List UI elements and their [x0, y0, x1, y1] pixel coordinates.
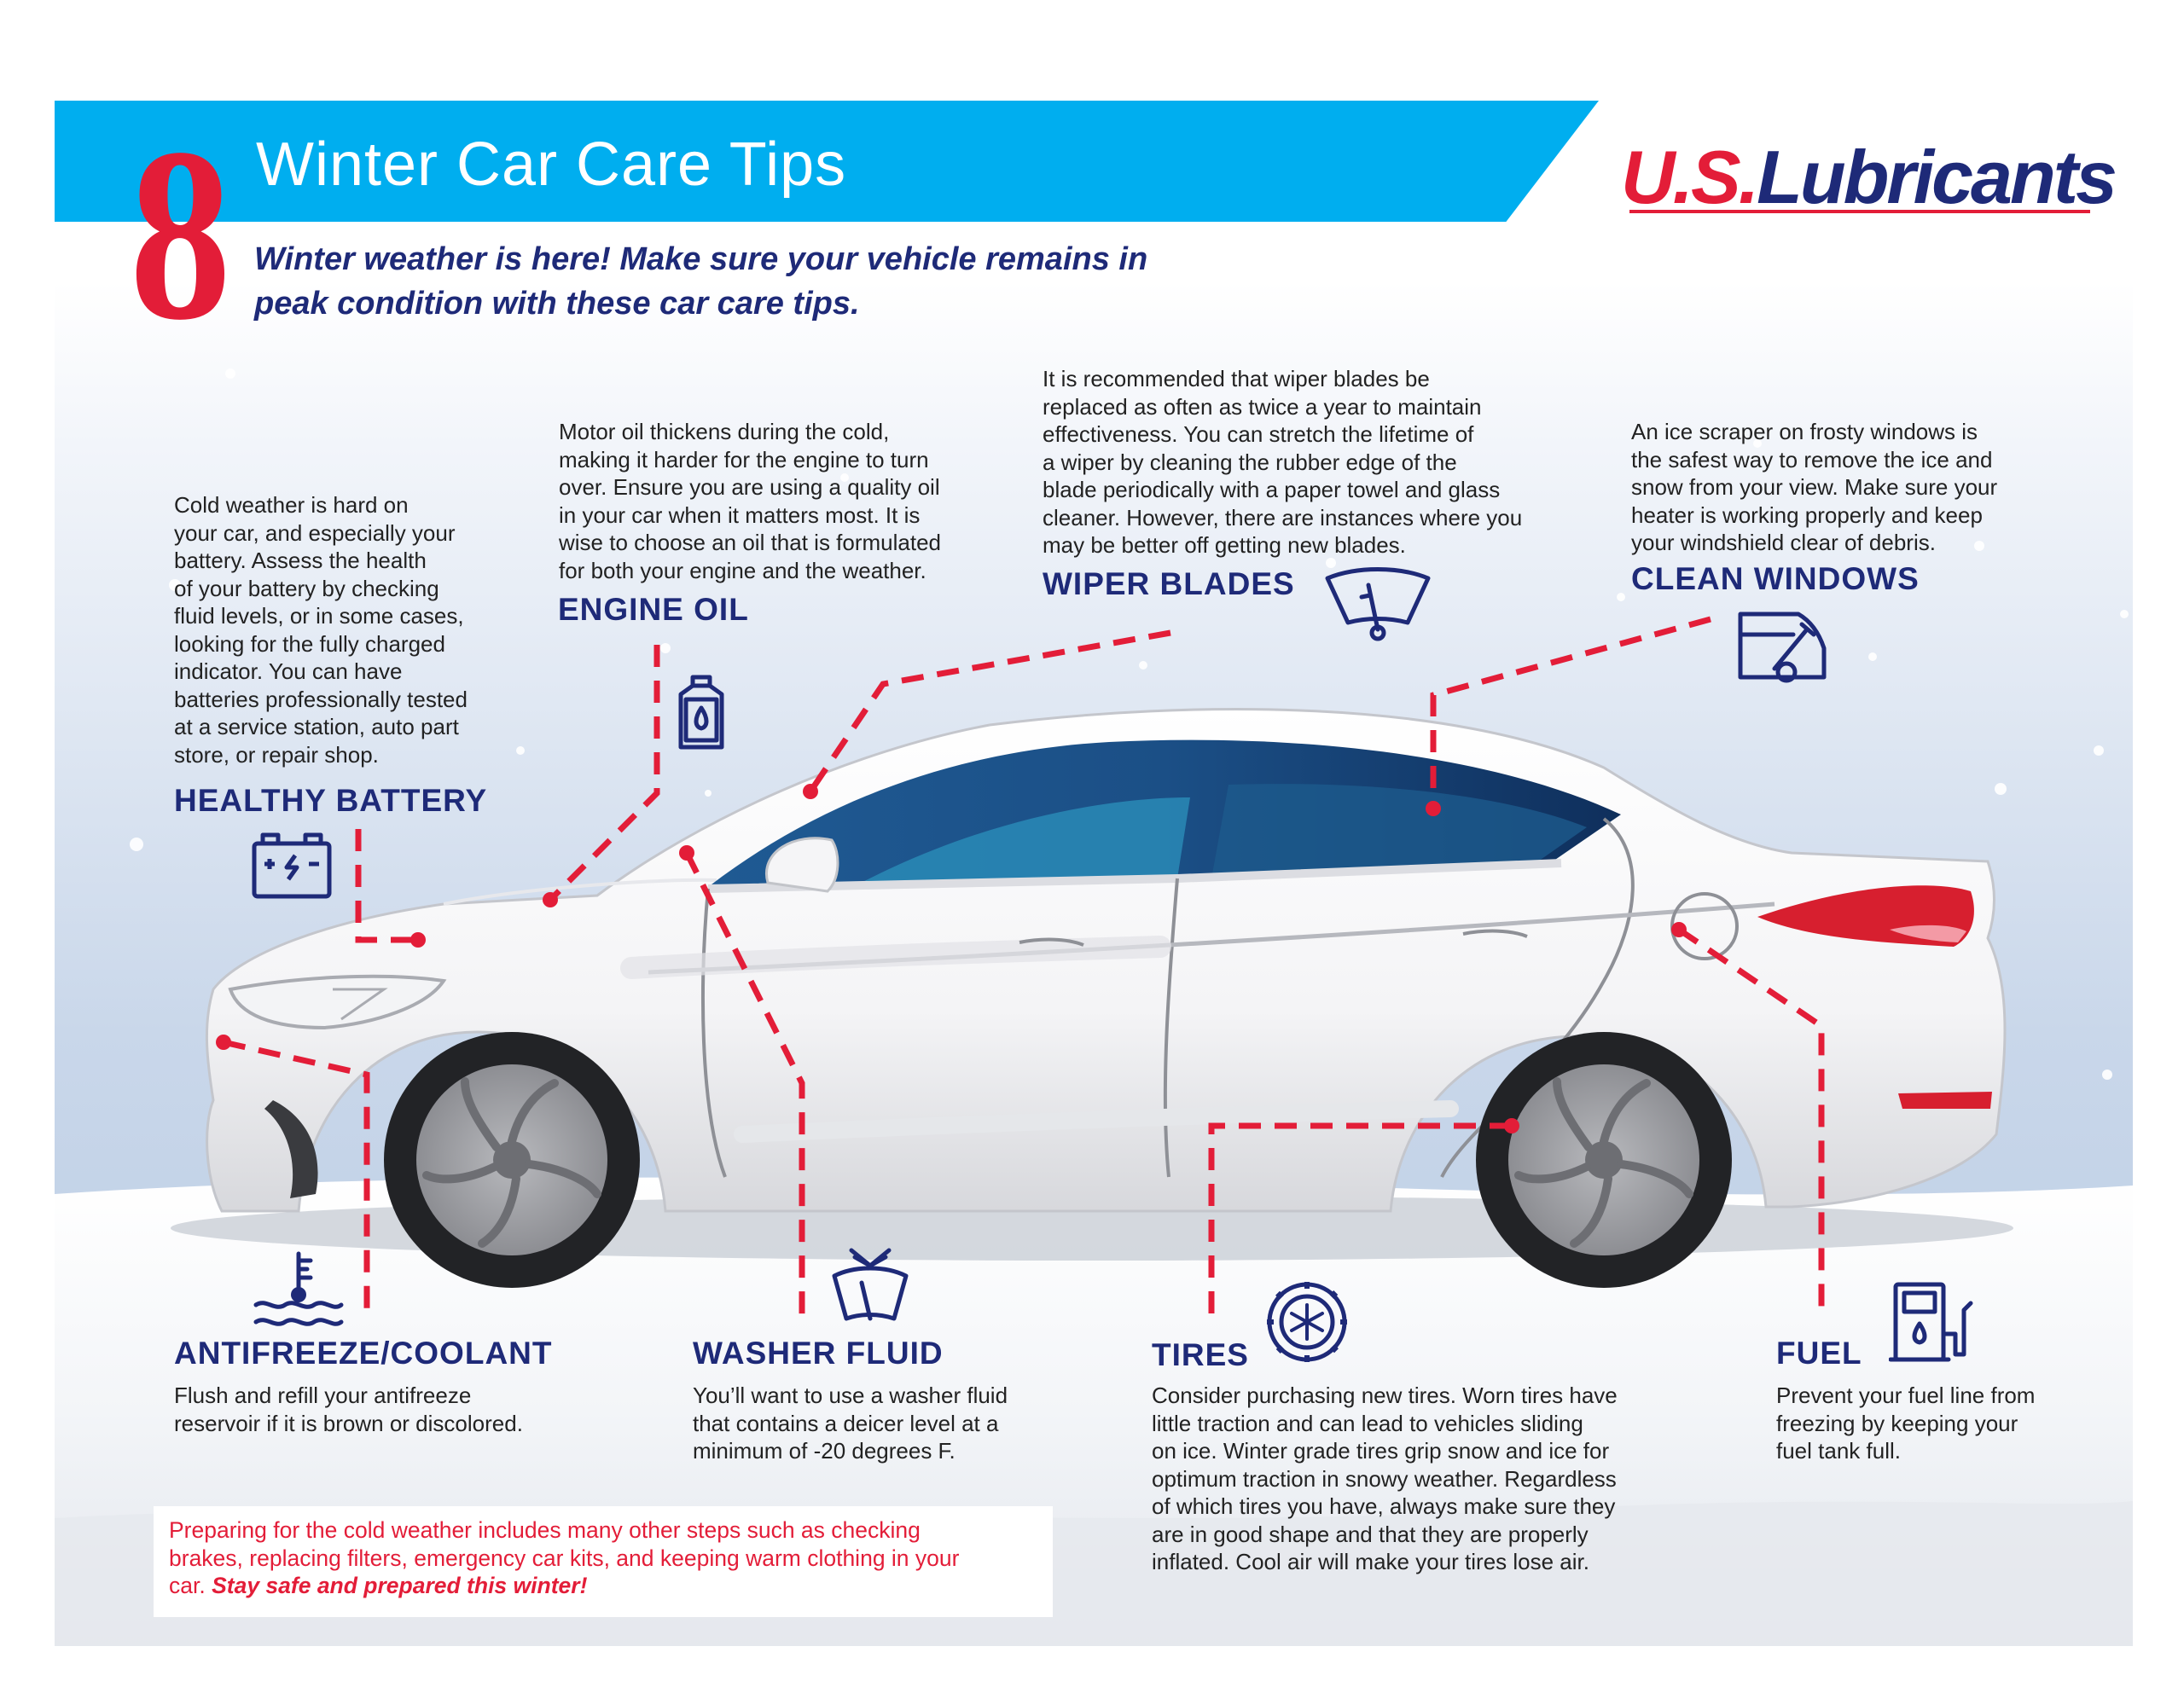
logo-lubricants-text: Lubricants [1757, 135, 2117, 219]
fuel-tip-text: Prevent your fuel line from freezing by … [1776, 1383, 2036, 1464]
washer-fluid-icon [832, 1248, 909, 1321]
intro-line: peak condition with these car care tips. [254, 286, 860, 322]
engine-oil-tip-text: Motor oil thickens during the cold, maki… [559, 419, 942, 583]
car-battery-icon [252, 832, 332, 899]
windshield-wiper-icon [1325, 567, 1431, 641]
antifreeze-heading: ANTIFREEZE/COOLANT [174, 1336, 553, 1371]
header-banner [55, 101, 1599, 222]
intro-line: Winter weather is here! Make sure your v… [254, 241, 1148, 277]
battery-heading: HEALTHY BATTERY [174, 783, 488, 818]
us-lubricants-logo: U.S.Lubricants [1621, 135, 2117, 220]
tires-heading: TIRES [1152, 1337, 1249, 1372]
tip-count-number: 8 [130, 97, 231, 371]
snow-tire-icon [1267, 1282, 1347, 1362]
washer-fluid-heading: WASHER FLUID [693, 1336, 944, 1371]
fuel-pump-icon [1889, 1282, 1973, 1362]
logo-us-text: U.S. [1621, 135, 1759, 219]
car-window-scraper-icon [1738, 612, 1827, 683]
antifreeze-tip-text: Flush and refill your antifreeze reservo… [174, 1383, 523, 1436]
fuel-heading: FUEL [1776, 1336, 1862, 1371]
battery-tip-text: Cold weather is hard on your car, and es… [174, 492, 468, 768]
washer-fluid-tip-text: You’ll want to use a washer fluid that c… [693, 1383, 1008, 1464]
coolant-temperature-icon [253, 1251, 344, 1326]
engine-oil-heading: ENGINE OIL [558, 592, 749, 627]
page-title: Winter Car Care Tips [256, 130, 847, 199]
tires-tip-text: Consider purchasing new tires. Worn tire… [1152, 1383, 1618, 1574]
footer-emphasis: Stay safe and prepared this winter! [212, 1573, 588, 1598]
clean-windows-heading: CLEAN WINDOWS [1631, 561, 1920, 596]
oil-bottle-icon [678, 675, 724, 750]
footer-note: Preparing for the cold weather includes … [154, 1506, 1053, 1617]
logo-underline [1629, 210, 2090, 213]
intro-text: Winter weather is here! Make sure your v… [254, 237, 1278, 326]
wiper-blades-tip-text: It is recommended that wiper blades be r… [1043, 366, 1523, 558]
wiper-blades-heading: WIPER BLADES [1043, 566, 1295, 601]
clean-windows-tip-text: An ice scraper on frosty windows is the … [1631, 419, 1998, 555]
